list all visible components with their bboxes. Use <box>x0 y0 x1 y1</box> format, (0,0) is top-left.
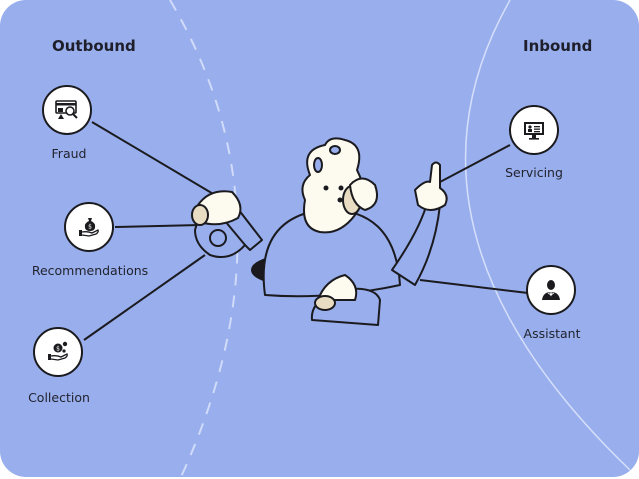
svg-text:$: $ <box>88 224 92 231</box>
inbound-heading: Inbound <box>523 37 593 55</box>
operator-illustration <box>191 137 448 326</box>
node-assistant[interactable] <box>526 265 576 315</box>
node-collection[interactable]: $ <box>33 327 83 377</box>
assistant-label: Assistant <box>523 326 581 341</box>
recommendations-label: Recommendations <box>31 263 149 278</box>
coins-hand-icon: $ <box>48 341 68 361</box>
node-fraud[interactable] <box>42 85 92 135</box>
connector-lines <box>83 121 529 341</box>
agent-person-icon <box>542 280 560 300</box>
money-bag-hand-icon: $ <box>79 218 99 237</box>
collection-label: Collection <box>28 390 90 405</box>
outbound-heading: Outbound <box>52 37 136 55</box>
servicing-label: Servicing <box>505 165 563 180</box>
svg-text:$: $ <box>56 346 60 353</box>
fraud-label: Fraud <box>51 146 87 161</box>
credit-card-fraud-icon <box>55 100 78 119</box>
node-servicing[interactable] <box>509 105 559 155</box>
monitor-profile-icon <box>524 122 544 140</box>
node-recommendations[interactable]: $ <box>64 202 114 252</box>
